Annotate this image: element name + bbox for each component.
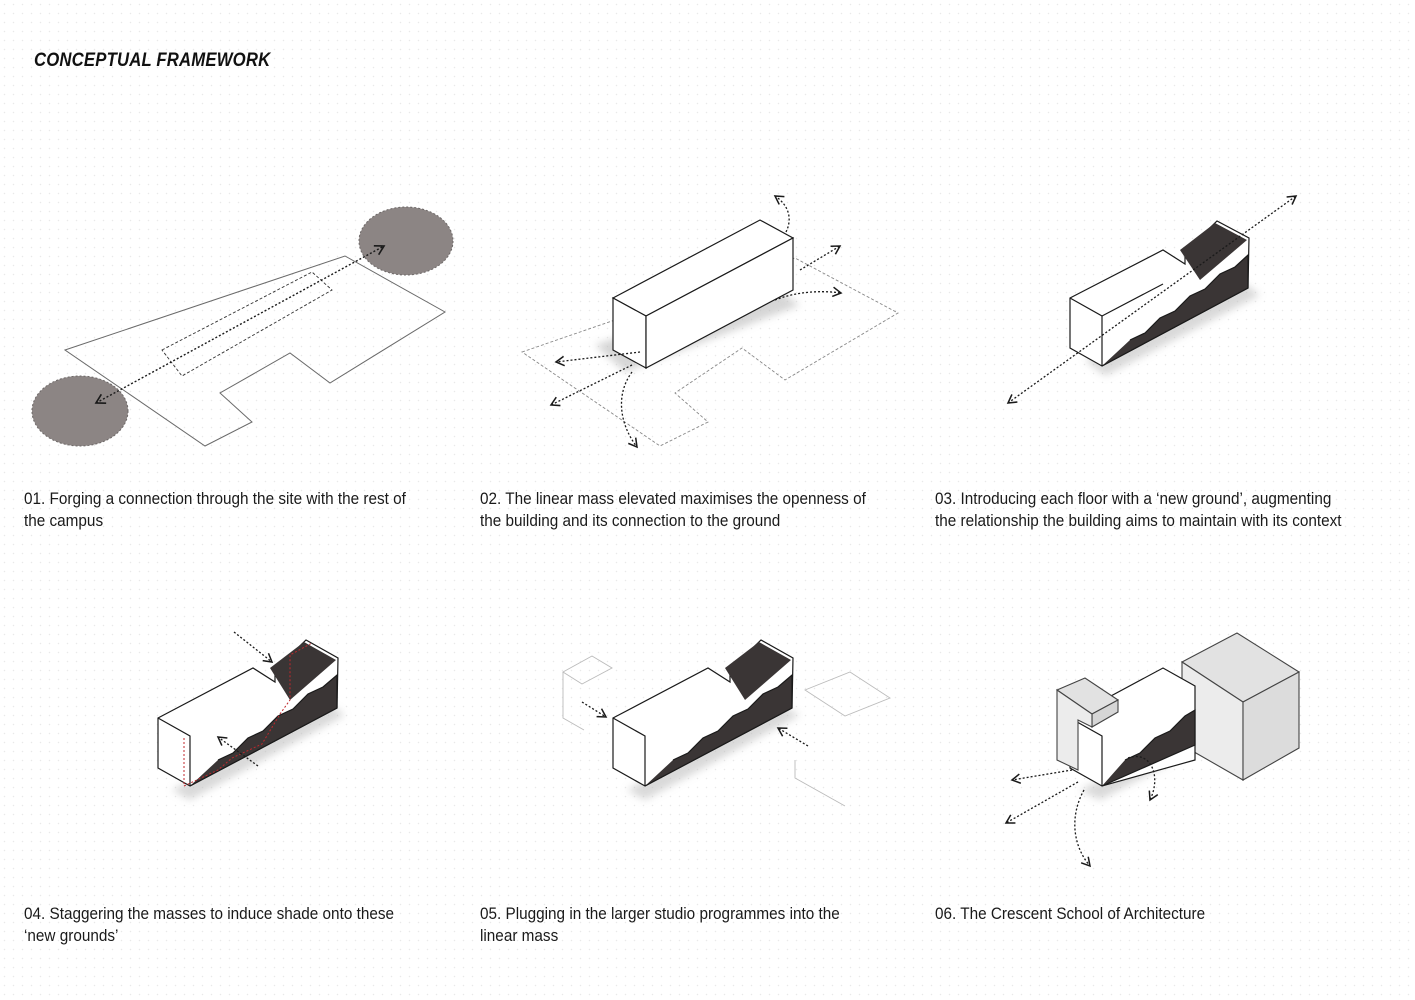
panel-03-diagram <box>1006 195 1298 404</box>
school-mass <box>1069 667 1196 787</box>
studio-block-east <box>1180 632 1301 781</box>
flow-arrow <box>773 195 790 233</box>
flow-arrow <box>799 245 842 271</box>
shade-arrow <box>233 631 274 663</box>
panel-05-diagram <box>562 639 891 807</box>
movement-arrow <box>1074 789 1091 868</box>
flow-arrow <box>774 286 843 301</box>
context-axis-arrow <box>1006 195 1298 404</box>
panel-04-diagram <box>157 631 345 800</box>
connection-axis-arrow <box>94 244 386 405</box>
movement-arrow <box>1010 769 1073 784</box>
movement-arrow <box>1127 755 1159 802</box>
caption-02: 02. The linear mass elevated maximises t… <box>480 489 866 530</box>
mass-shadow <box>627 705 800 800</box>
campus-node-south <box>31 375 129 447</box>
studio-block-west <box>1055 677 1120 771</box>
shade-offset-outline <box>183 642 313 787</box>
linear-mass <box>611 219 795 370</box>
stepped-mass <box>612 639 794 787</box>
site-outline <box>521 257 899 447</box>
shade-arrow <box>216 736 259 767</box>
panel-02-diagram <box>521 195 899 449</box>
caption-03: 03. Introducing each floor with a ‘new g… <box>935 489 1342 530</box>
flow-arrow <box>549 364 633 407</box>
campus-node-north <box>358 206 454 276</box>
flow-arrow <box>620 371 638 449</box>
ghost-studio-west <box>562 655 613 731</box>
caption-05: 05. Plugging in the larger studio progra… <box>480 904 840 945</box>
plug-in-arrow <box>776 727 809 747</box>
panel-06-diagram <box>1004 632 1301 868</box>
caption-06: 06. The Crescent School of Architecture <box>935 904 1206 923</box>
plug-in-arrow <box>581 701 608 718</box>
caption-01: 01. Forging a connection through the sit… <box>24 489 406 530</box>
panel-01-diagram <box>31 206 454 447</box>
page-title: CONCEPTUAL FRAMEWORK <box>34 50 271 71</box>
caption-04: 04. Staggering the masses to induce shad… <box>24 904 395 945</box>
ghost-studio-east <box>794 671 891 807</box>
staggered-mass <box>157 639 339 787</box>
mass-shadow <box>172 705 345 800</box>
movement-arrow <box>1004 781 1079 824</box>
